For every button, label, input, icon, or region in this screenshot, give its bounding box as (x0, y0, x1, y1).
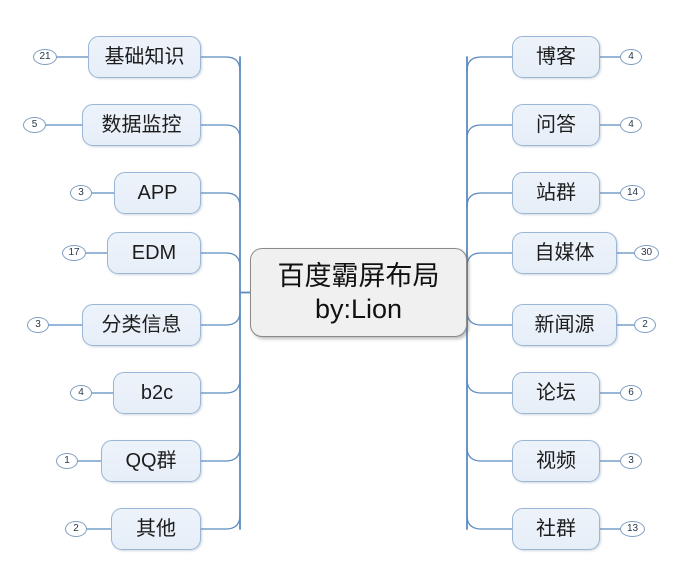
count-badge-left-3[interactable]: 17 (62, 245, 86, 261)
node-right-6[interactable]: 视频 (512, 440, 600, 482)
count-badge-right-1[interactable]: 4 (620, 117, 642, 133)
connector-path (466, 310, 513, 326)
connector-path (200, 378, 241, 394)
node-label: QQ群 (125, 450, 177, 472)
connector-path (466, 378, 513, 394)
node-label: 社群 (536, 518, 576, 540)
node-label: EDM (131, 242, 177, 264)
count-badge-left-7[interactable]: 2 (65, 521, 87, 537)
count-badge-left-5[interactable]: 4 (70, 385, 92, 401)
node-label: 新闻源 (534, 314, 595, 336)
node-right-2[interactable]: 站群 (512, 172, 600, 214)
connector-path (200, 446, 241, 462)
count-badge-right-7[interactable]: 13 (620, 521, 645, 537)
node-right-0[interactable]: 博客 (512, 36, 600, 78)
node-left-5[interactable]: b2c (113, 372, 201, 414)
count-badge-left-2[interactable]: 3 (70, 185, 92, 201)
connector-path (200, 514, 241, 530)
node-right-3[interactable]: 自媒体 (512, 232, 617, 274)
count-badge-left-1[interactable]: 5 (23, 117, 46, 133)
connector-path (466, 446, 513, 462)
root-line1: 百度霸屏布局 (277, 260, 440, 291)
count-badge-right-2[interactable]: 14 (620, 185, 645, 201)
count-badge-left-0[interactable]: 21 (33, 49, 57, 65)
connector-path (466, 56, 513, 72)
node-label: 博客 (536, 46, 576, 68)
node-label: 论坛 (536, 382, 576, 404)
count-badge-right-4[interactable]: 2 (634, 317, 656, 333)
node-label: 视频 (536, 450, 576, 472)
node-label: 其他 (136, 518, 176, 540)
connector-path (200, 192, 241, 208)
node-label: 自媒体 (534, 242, 595, 264)
node-left-3[interactable]: EDM (107, 232, 201, 274)
node-right-5[interactable]: 论坛 (512, 372, 600, 414)
node-left-0[interactable]: 基础知识 (88, 36, 201, 78)
count-badge-right-0[interactable]: 4 (620, 49, 642, 65)
node-label: b2c (140, 382, 174, 404)
node-label: 站群 (536, 182, 576, 204)
node-label: APP (137, 182, 178, 204)
count-badge-right-6[interactable]: 3 (620, 453, 642, 469)
node-label: 数据监控 (101, 114, 182, 136)
node-left-1[interactable]: 数据监控 (82, 104, 201, 146)
node-label: 问答 (536, 114, 576, 136)
connector-path (200, 310, 241, 326)
root-line2: by:Lion (314, 293, 403, 324)
node-left-4[interactable]: 分类信息 (82, 304, 201, 346)
connector-path (200, 56, 241, 72)
connector-path (200, 252, 241, 268)
node-right-7[interactable]: 社群 (512, 508, 600, 550)
connector-path (466, 124, 513, 140)
connector-path (466, 252, 513, 268)
connector-path (466, 192, 513, 208)
node-left-2[interactable]: APP (114, 172, 201, 214)
node-label: 分类信息 (101, 314, 182, 336)
node-label: 基础知识 (104, 46, 185, 68)
count-badge-right-5[interactable]: 6 (620, 385, 642, 401)
node-left-6[interactable]: QQ群 (101, 440, 201, 482)
count-badge-right-3[interactable]: 30 (634, 245, 659, 261)
count-badge-left-4[interactable]: 3 (27, 317, 49, 333)
connector-path (200, 124, 241, 140)
node-right-1[interactable]: 问答 (512, 104, 600, 146)
count-badge-left-6[interactable]: 1 (56, 453, 78, 469)
connector-path (466, 514, 513, 530)
node-left-7[interactable]: 其他 (111, 508, 201, 550)
node-right-4[interactable]: 新闻源 (512, 304, 617, 346)
